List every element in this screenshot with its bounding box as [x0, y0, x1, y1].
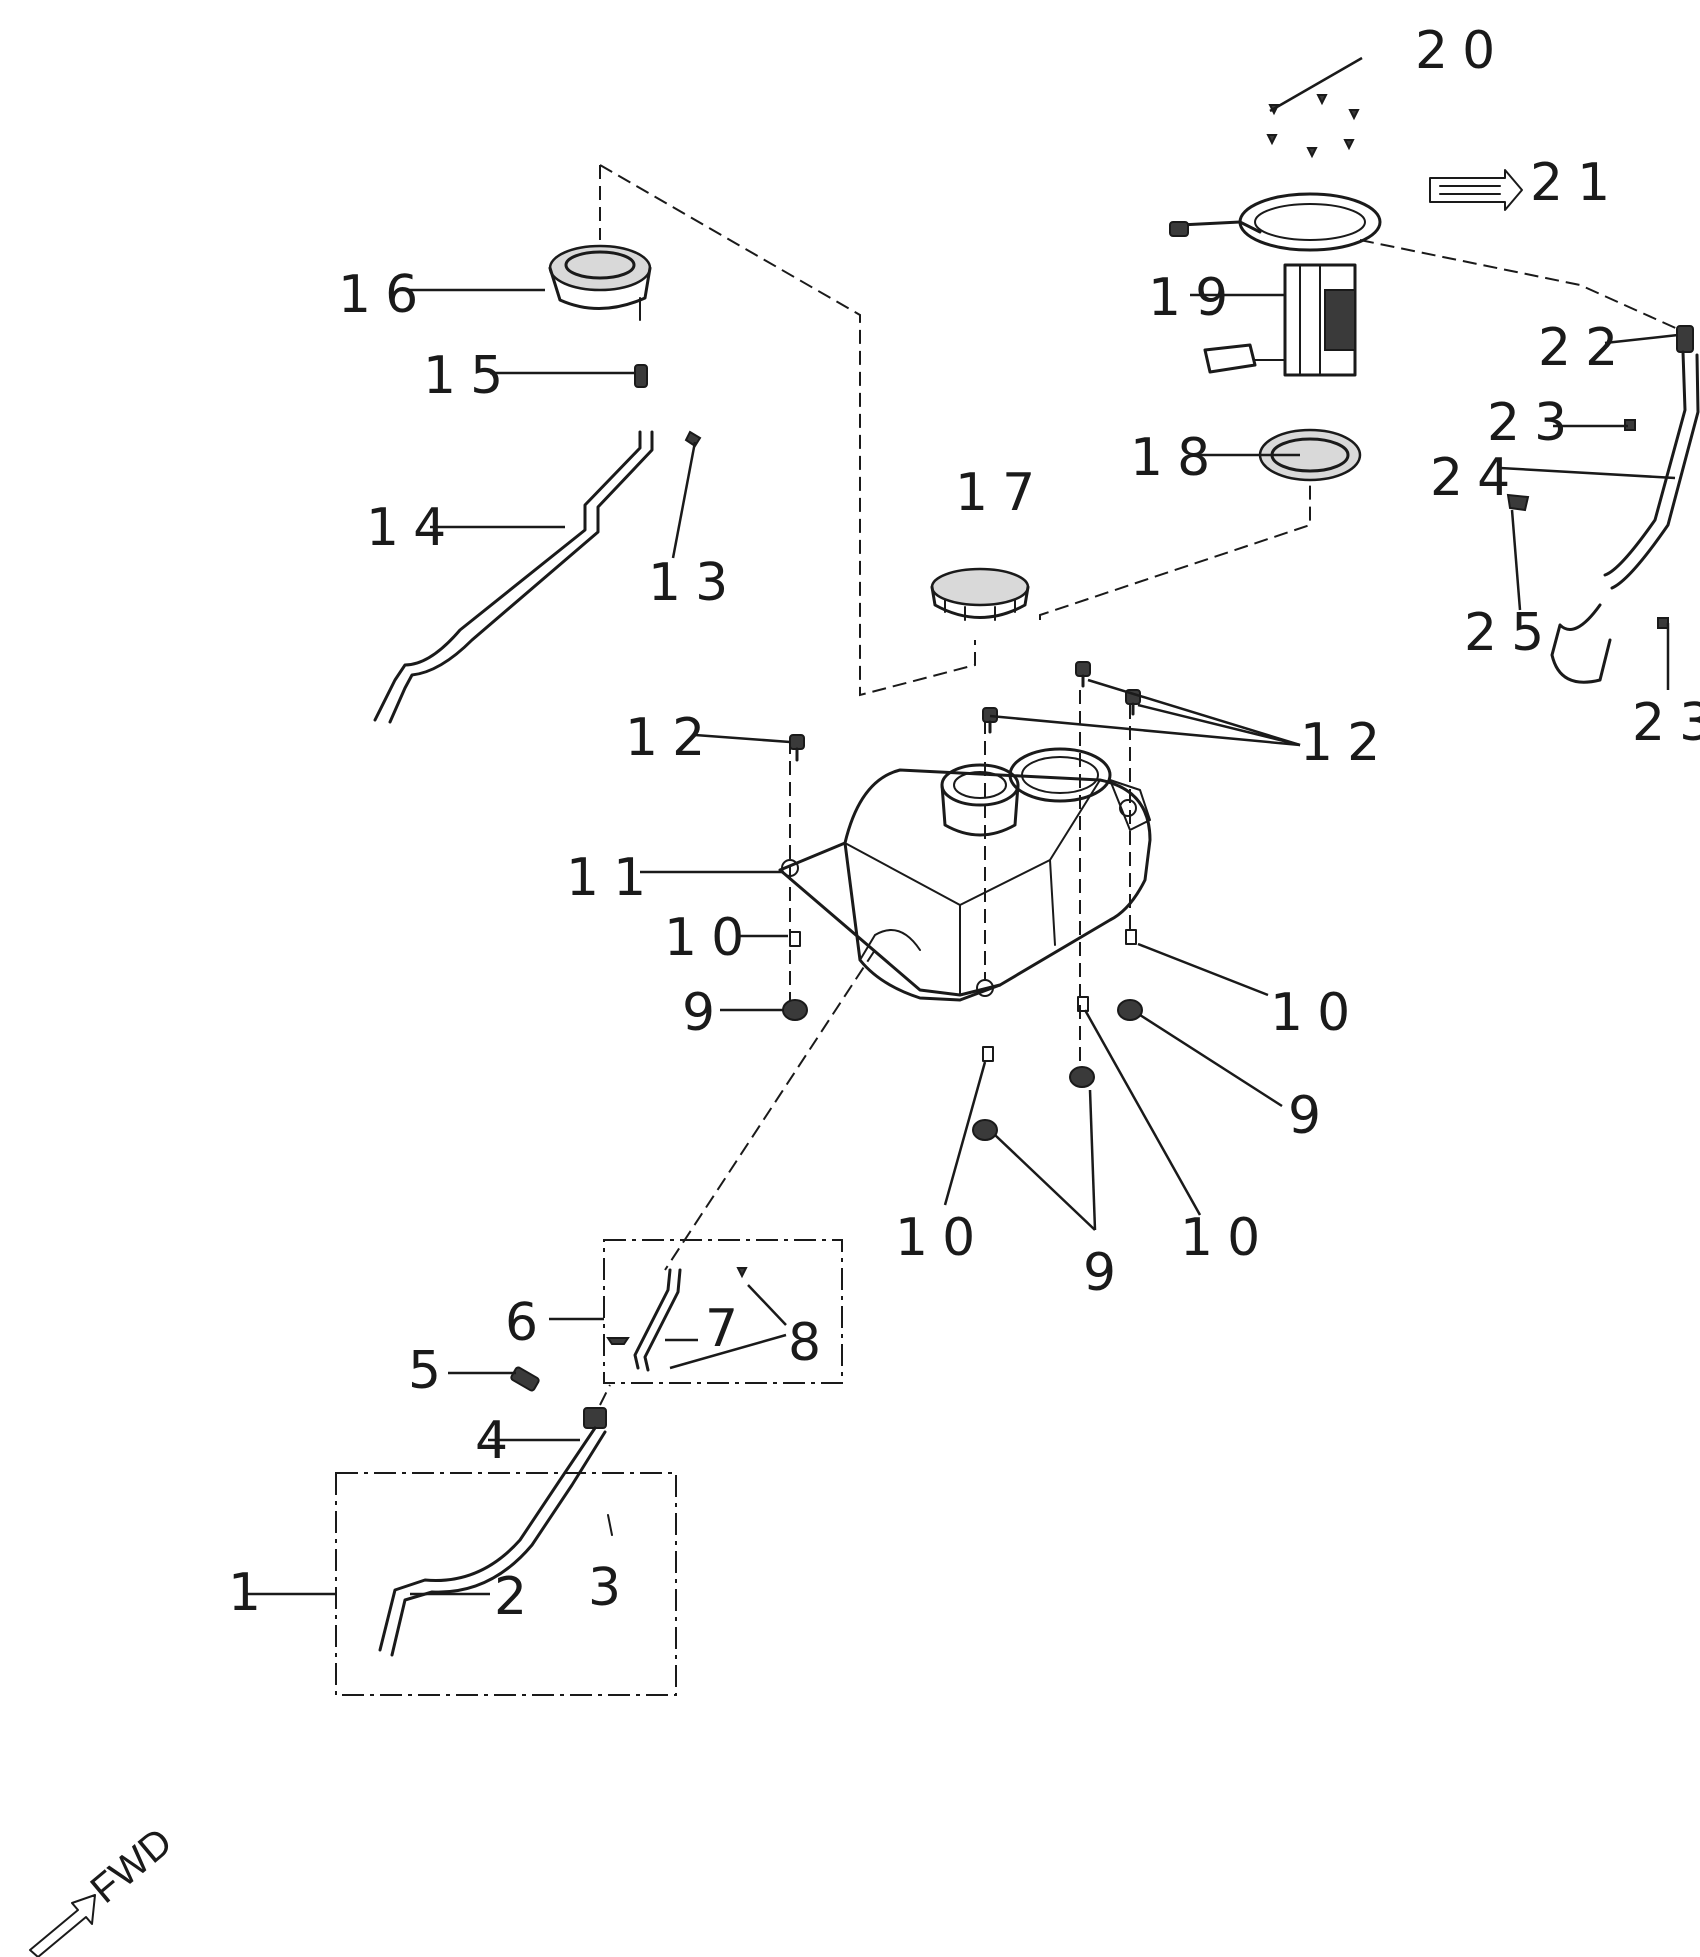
- callout-2: 2: [494, 1567, 541, 1627]
- callout-7: 7: [705, 1299, 752, 1359]
- callout-19: 19: [1148, 268, 1242, 328]
- callout-13: 13: [648, 553, 742, 613]
- callout-12-left: 12: [625, 708, 719, 768]
- callout-20: 20: [1415, 21, 1509, 81]
- callout-1: 1: [228, 1563, 275, 1623]
- callout-4: 4: [475, 1411, 522, 1471]
- filler-valve: [634, 364, 648, 388]
- callout-5: 5: [408, 1341, 455, 1401]
- callout-25: 25: [1464, 603, 1558, 663]
- fuel-line-assembly: [1506, 325, 1700, 684]
- clamp-lower: [607, 1514, 613, 1536]
- fuel-cap: [930, 567, 1030, 621]
- callout-18: 18: [1130, 428, 1224, 488]
- callout-3: 3: [588, 1558, 635, 1618]
- callout-22: 22: [1538, 318, 1632, 378]
- callout-9-left: 9: [682, 983, 729, 1043]
- callout-15: 15: [423, 346, 517, 406]
- callout-9-bottom: 9: [1083, 1243, 1130, 1303]
- drain-hose-box-upper: [603, 1239, 843, 1384]
- callout-24: 24: [1430, 448, 1524, 508]
- callout-10-bottom-left: 10: [895, 1208, 989, 1268]
- pump-screws: [1266, 94, 1360, 159]
- drain-hose-box-lower: [335, 1472, 677, 1696]
- tank-grommets: [782, 999, 1143, 1141]
- callout-6: 6: [505, 1293, 552, 1353]
- direction-arrow-icon: [1429, 169, 1523, 211]
- callout-21: 21: [1530, 153, 1624, 213]
- filler-ring: [548, 244, 652, 321]
- callout-11: 11: [566, 848, 660, 908]
- tank-bolts: [789, 661, 1141, 762]
- fuel-pump-assembly: [1169, 192, 1382, 377]
- callout-8: 8: [788, 1313, 835, 1373]
- callout-17: 17: [955, 463, 1049, 523]
- callout-12-right: 12: [1300, 713, 1394, 773]
- callout-10-left: 10: [664, 908, 758, 968]
- assembly-lines: [599, 164, 1681, 1406]
- drain-hose-group: [378, 1267, 748, 1657]
- callout-10-bottom-right: 10: [1180, 1208, 1274, 1268]
- forward-arrow-icon: FWD: [29, 1820, 181, 1957]
- callout-9-right: 9: [1288, 1086, 1335, 1146]
- breather-hose: [373, 430, 702, 724]
- tank-collars: [789, 929, 1137, 1062]
- callout-23-bottom: 23: [1632, 693, 1700, 753]
- fwd-label: FWD: [83, 1820, 181, 1912]
- leader-lines: [247, 56, 1679, 1596]
- callout-16: 16: [338, 265, 432, 325]
- callout-10-right: 10: [1270, 983, 1364, 1043]
- fuel-tank: [778, 747, 1152, 1002]
- callout-numbers: 1 2 3 4 5 6 7 8 9 9 9 10 10 10 10 11 12 …: [228, 21, 1700, 1627]
- callout-23-top: 23: [1487, 393, 1581, 453]
- callout-14: 14: [366, 498, 460, 558]
